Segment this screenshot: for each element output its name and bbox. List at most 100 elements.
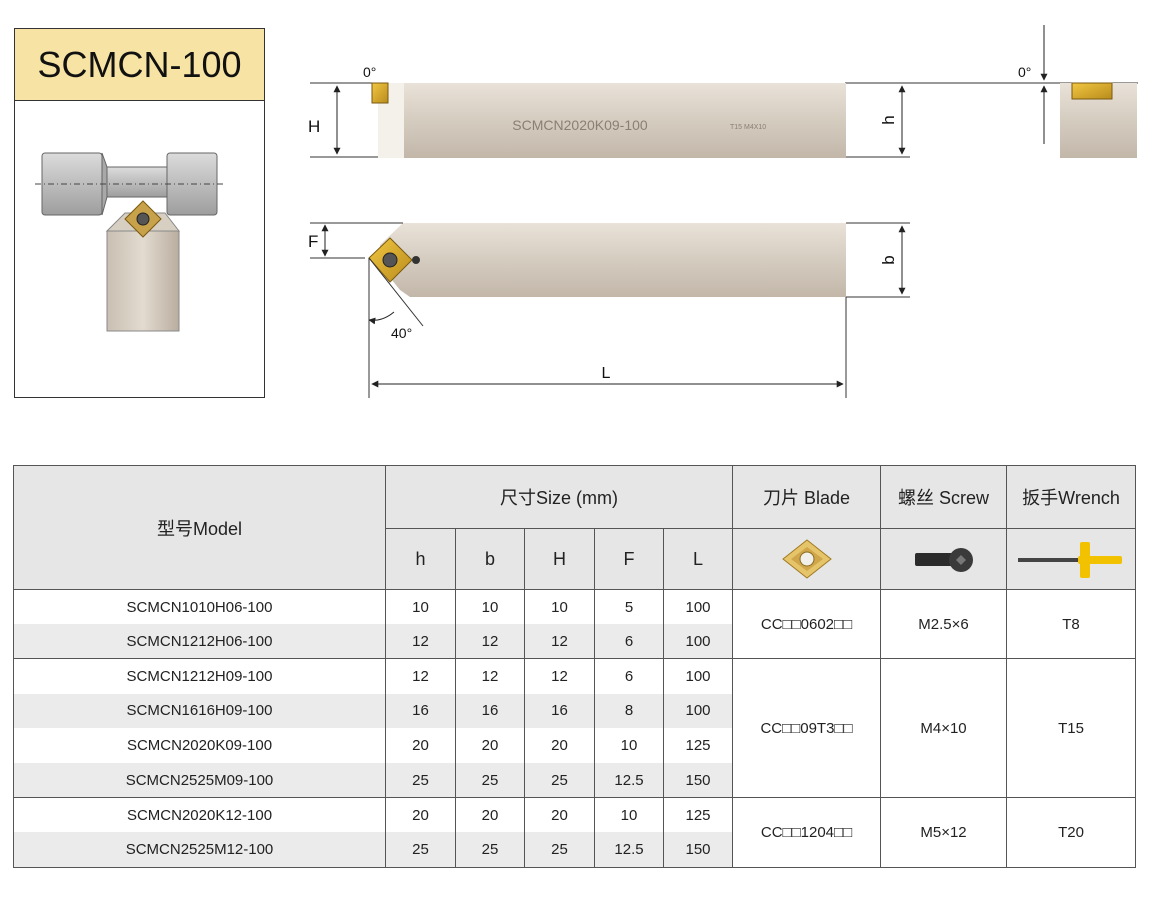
cell-h: 25	[385, 762, 456, 798]
cell-model: SCMCN2525M12-100	[13, 832, 386, 868]
cell-b: 25	[455, 832, 525, 868]
cell-F: 10	[594, 728, 664, 763]
header-blade: 刀片 Blade	[732, 465, 882, 529]
cell-model: SCMCN1212H06-100	[13, 624, 386, 659]
cell-L: 150	[662, 762, 734, 798]
cell-F: 10	[594, 797, 664, 833]
cell-blade: CC□□09T3□□	[732, 658, 882, 799]
cell-screw: M5×12	[880, 797, 1008, 868]
cell-model: SCMCN1616H09-100	[13, 693, 386, 729]
cell-h: 12	[385, 658, 456, 694]
cell-b: 12	[455, 624, 525, 659]
angle-label-top-left: 0°	[363, 64, 376, 80]
top-view: F b 40° L	[308, 222, 910, 398]
header-col-F: F	[594, 528, 664, 590]
cell-model: SCMCN2525M09-100	[13, 762, 386, 798]
angle-label-40: 40°	[391, 325, 412, 341]
side-view: SCMCN2020K09-100 T15 M4X10 0° H h	[308, 64, 1138, 158]
table-row: SCMCN2525M12-100 25 25 25 12.5 150	[13, 832, 1136, 868]
header-model: 型号Model	[13, 465, 386, 590]
cell-F: 8	[594, 693, 664, 729]
cell-model: SCMCN1212H09-100	[13, 658, 386, 694]
header-col-b: b	[455, 528, 525, 590]
cell-F: 6	[594, 624, 664, 659]
table-row: SCMCN2020K12-100 20 20 20 10 125 CC□□120…	[13, 797, 1137, 868]
workpiece	[35, 152, 225, 216]
table-row: SCMCN1212H09-100 12 12 12 6 100 CC□□09T3…	[13, 658, 1137, 799]
cell-screw: M4×10	[880, 658, 1008, 799]
cell-b: 16	[455, 693, 525, 729]
table-row: SCMCN1010H06-100 10 10 10 5 100 CC□□0602…	[13, 588, 1137, 660]
dim-label-L: L	[602, 365, 611, 382]
cell-H: 16	[524, 693, 595, 729]
cell-L: 100	[662, 693, 734, 729]
product-title: SCMCN-100	[37, 43, 242, 85]
technical-drawing: SCMCN2020K09-100 T15 M4X10 0° H h 0° F b	[308, 25, 1138, 398]
cell-h: 16	[385, 693, 456, 729]
cell-F: 5	[594, 589, 664, 625]
specification-table: 型号Model 尺寸Size (mm) 刀片 Blade 螺丝 Screw 扳手…	[13, 465, 1137, 868]
cell-h: 10	[385, 589, 456, 625]
dim-label-F: F	[308, 232, 318, 251]
cell-h: 20	[385, 728, 456, 763]
dim-label-H: H	[308, 117, 320, 136]
screw-icon	[914, 548, 973, 572]
wrench-icon	[1018, 542, 1123, 578]
screw-image-cell	[880, 528, 1008, 590]
header-col-L: L	[662, 528, 734, 590]
product-title-box: SCMCN-100	[14, 28, 265, 101]
cell-b: 10	[455, 589, 525, 625]
table-row: SCMCN1616H09-100 16 16 16 8 100	[13, 693, 1136, 729]
cell-H: 12	[524, 658, 595, 694]
cell-wrench: T20	[1006, 797, 1137, 868]
cell-L: 150	[662, 832, 734, 868]
cell-H: 20	[524, 728, 595, 763]
turning-illustration-svg	[35, 152, 225, 332]
cell-F: 12.5	[594, 832, 664, 868]
cell-model: SCMCN1010H06-100	[13, 589, 386, 625]
cell-F: 6	[594, 658, 664, 694]
cell-h: 20	[385, 797, 456, 833]
dim-label-h: h	[879, 115, 898, 124]
cell-model: SCMCN2020K09-100	[13, 728, 386, 763]
cell-L: 125	[662, 728, 734, 763]
cell-H: 10	[524, 589, 595, 625]
header-screw: 螺丝 Screw	[880, 465, 1008, 529]
cell-L: 100	[662, 624, 734, 659]
cell-H: 20	[524, 797, 595, 833]
cell-b: 25	[455, 762, 525, 798]
shank-marking: SCMCN2020K09-100	[512, 117, 648, 133]
cell-L: 100	[662, 658, 734, 694]
cell-b: 20	[455, 797, 525, 833]
cell-H: 12	[524, 624, 595, 659]
table-row: SCMCN2020K09-100 20 20 20 10 125	[13, 728, 1136, 763]
cell-h: 25	[385, 832, 456, 868]
cell-blade: CC□□1204□□	[732, 797, 882, 868]
blade-image-cell	[732, 528, 882, 590]
table-row: SCMCN1212H06-100 12 12 12 6 100	[13, 624, 1136, 659]
wrench-image-cell	[1006, 528, 1137, 590]
dim-label-b: b	[879, 255, 898, 264]
header-wrench: 扳手Wrench	[1006, 465, 1137, 529]
header-size: 尺寸Size (mm)	[384, 465, 734, 529]
header-col-h: h	[385, 528, 456, 590]
header-col-H: H	[524, 528, 595, 590]
cell-screw: M2.5×6	[880, 588, 1008, 660]
cell-H: 25	[524, 762, 595, 798]
cell-H: 25	[524, 832, 595, 868]
insert-icon	[781, 539, 832, 579]
cell-wrench: T15	[1006, 658, 1137, 799]
table-row: SCMCN2525M09-100 25 25 25 12.5 150	[13, 762, 1136, 798]
cell-L: 100	[662, 589, 734, 625]
cell-model: SCMCN2020K12-100	[13, 797, 386, 833]
application-illustration	[14, 101, 265, 398]
angle-label-top-right: 0°	[1018, 64, 1031, 80]
cell-b: 12	[455, 658, 525, 694]
cell-L: 125	[662, 797, 734, 833]
tool-holder-illustration	[105, 200, 181, 332]
shank-marking-small: T15 M4X10	[730, 124, 766, 131]
cell-F: 12.5	[594, 762, 664, 798]
cell-wrench: T8	[1006, 588, 1137, 660]
cell-b: 20	[455, 728, 525, 763]
cell-blade: CC□□0602□□	[732, 588, 882, 660]
